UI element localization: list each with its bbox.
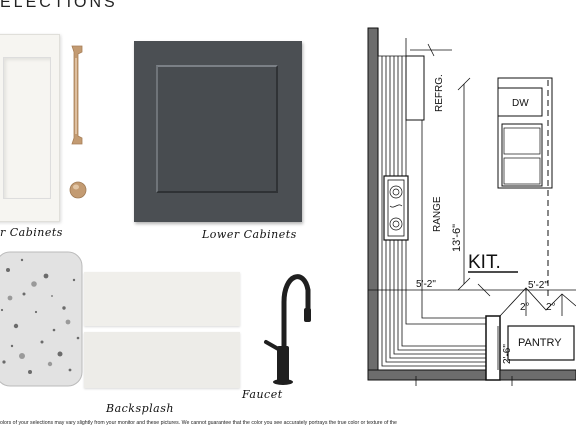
- dimension-pantry-label: 2'-6": [502, 344, 513, 364]
- upper-cabinet-swatch: [0, 34, 60, 222]
- backsplash-tile-top: [84, 272, 240, 326]
- refrigerator: [405, 55, 425, 121]
- page-title: ELECTIONS: [0, 0, 118, 11]
- dimension-left-label: 5'-2": [416, 279, 436, 290]
- faucet-spout: [281, 274, 311, 383]
- upper-cabinets-caption: r Cabinets: [0, 226, 63, 239]
- dimension-right-label: 5'-2": [528, 280, 548, 291]
- backsplash-caption: Backsplash: [106, 402, 174, 415]
- dimension-height-label: 13'-6": [451, 224, 463, 252]
- dishwasher-label: DW: [512, 98, 529, 109]
- granite-countertop-swatch: [0, 251, 83, 387]
- pantry: [507, 325, 575, 361]
- faucet-caption: Faucet: [242, 388, 283, 401]
- backsplash-tile-bottom: [84, 332, 240, 388]
- faucet-image: [264, 274, 311, 385]
- handle-highlight: [75, 58, 77, 134]
- pantry-label: PANTRY: [518, 337, 562, 349]
- refrigerator-label: REFRG.: [434, 74, 445, 112]
- range-label: RANGE: [432, 196, 443, 232]
- cabinet-knob: [69, 181, 87, 199]
- angle-b-label: 2°: [546, 302, 556, 313]
- upper-cabinet-panel: [3, 57, 51, 199]
- kitchen-floor-plan: REFRG. RANGE 13'-6" DW KIT. 5'-2" 5'-2" …: [367, 27, 576, 386]
- lower-cabinet-panel: [156, 65, 278, 193]
- color-disclaimer: olors of your selections may vary slight…: [0, 420, 397, 426]
- room-label: KIT.: [468, 252, 501, 273]
- cabinet-hardware: [69, 45, 87, 199]
- dishwasher: [497, 87, 543, 117]
- lower-cabinets-caption: Lower Cabinets: [202, 228, 297, 241]
- lower-cabinet-swatch: [134, 41, 302, 222]
- angle-a-label: 2°: [520, 302, 530, 313]
